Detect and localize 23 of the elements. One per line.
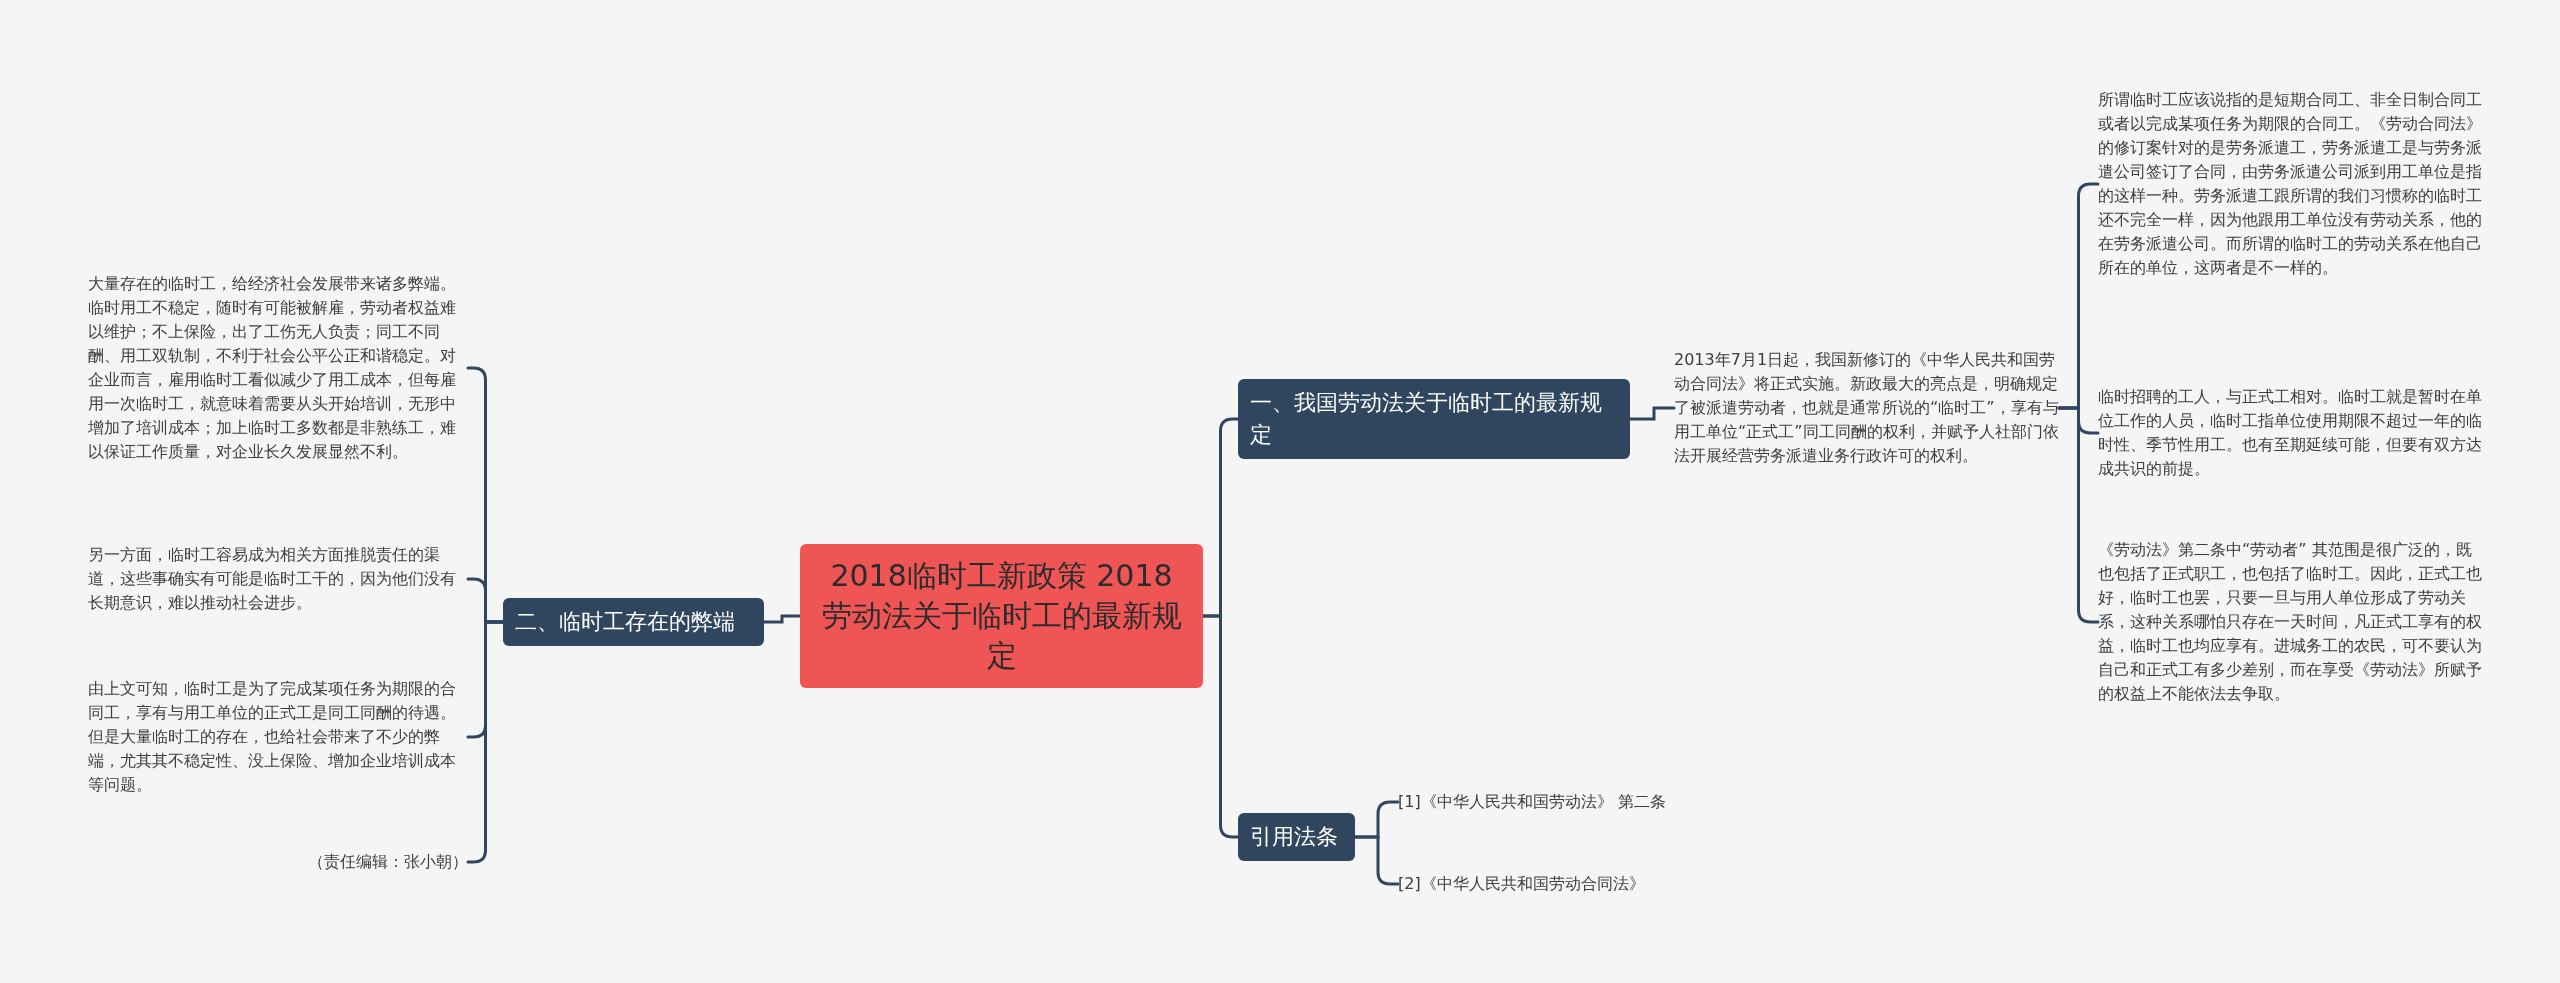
root-topic-box	[800, 544, 1203, 688]
note-text: 所谓临时工应该说指的是短期合同工、非全日制合同工或者以完成某项任务为期限的合同工。《劳动合同法》的修订案针对的是劳务派遣工，劳务派遣工是与劳务派遣公司签订了合同，由劳务派遣公司派到用工单位是指的这样一种。劳务派遣工跟所谓的我们习惯称的临时工还不完全一样，因为他跟用工单位没有劳动关系，他的在劳务派遣公司。而所谓的临时工的劳动关系在他自己所在的单位，这两者是不一样的。	[2098, 89, 2483, 279]
branch-topic-label: 引用法条	[1250, 823, 1338, 851]
branch-topic-box	[1238, 379, 1630, 459]
connector-line	[1201, 614, 1240, 839]
branch-topic-label: 二、临时工存在的弊端	[515, 608, 735, 636]
editor-note: （责任编辑：张小朝）	[307, 851, 468, 873]
reference-text: [2]《中华人民共和国劳动合同法》	[1398, 873, 1646, 895]
branch-topic-box	[1238, 813, 1355, 861]
note-text: 另一方面，临时工容易成为相关方面推脱责任的渠道，这些事确实有可能是临时工干的，因为他们没有长期意识，难以推动社会进步。	[88, 544, 457, 614]
root-topic-label: 2018临时工新政策 2018劳动法关于临时工的最新规定	[820, 557, 1183, 675]
connector-line	[1628, 406, 1676, 421]
connector-line	[1353, 835, 1400, 886]
branch-topic-label: 一、我国劳动法关于临时工的最新规定	[1250, 389, 1603, 449]
note-text: 临时招聘的工人，与正式工相对。临时工就是暂时在单位工作的人员，临时工指单位使用期限不超过一年的临时性、季节性用工。也有至期延续可能，但要有双方达成共识的前提。	[2098, 386, 2483, 480]
note-text: 2013年7月1日起，我国新修订的《中华人民共和国劳动合同法》将正式实施。新政最大的亮点是，明确规定了被派遣劳动者，也就是通常所说的“临时工”，享有与用工单位“正式工”同工同酬的权利，并赋予人社部门依法开展经营劳务派遣业务行政许可的权利。	[1674, 349, 2059, 467]
connector-line	[466, 620, 505, 864]
reference-text: [1]《中华人民共和国劳动法》 第二条	[1398, 791, 1667, 813]
branch-topic-box	[503, 598, 764, 646]
note-text: 《劳动法》第二条中“劳动者” 其范围是很广泛的，既也包括了正式职工，也包括了临时工。因此，正式工也好，临时工也罢，只要一旦与用人单位形成了劳动关系，这种关系哪怕只存在一天时间，凡正式工享有的权益，临时工也均应享有。进城务工的农民，可不要认为自己和正式工有多少差别，而在享受《劳动法》所赋予的权益上不能依法去争取。	[2098, 539, 2483, 705]
note-text: 大量存在的临时工，给经济社会发展带来诸多弊端。临时用工不稳定，随时有可能被解雇，劳动者权益难以维护；不上保险，出了工伤无人负责；同工不同酬、用工双轨制，不利于社会公平公正和谐稳定。对企业而言，雇用临时工看似减少了用工成本，但每雇用一次临时工，就意味着需要从头开始培训，无形中增加了培训成本；加上临时工多数都是非熟练工，难以保证工作质量，对企业长久发展显然不利。	[88, 273, 457, 463]
note-text: 由上文可知，临时工是为了完成某项任务为期限的合同工，享有与用工单位的正式工是同工同酬的待遇。但是大量临时工的存在，也给社会带来了不少的弊端，尤其其不稳定性、没上保险、增加企业培训成本等问题。	[88, 678, 457, 796]
connector-line	[762, 614, 802, 624]
